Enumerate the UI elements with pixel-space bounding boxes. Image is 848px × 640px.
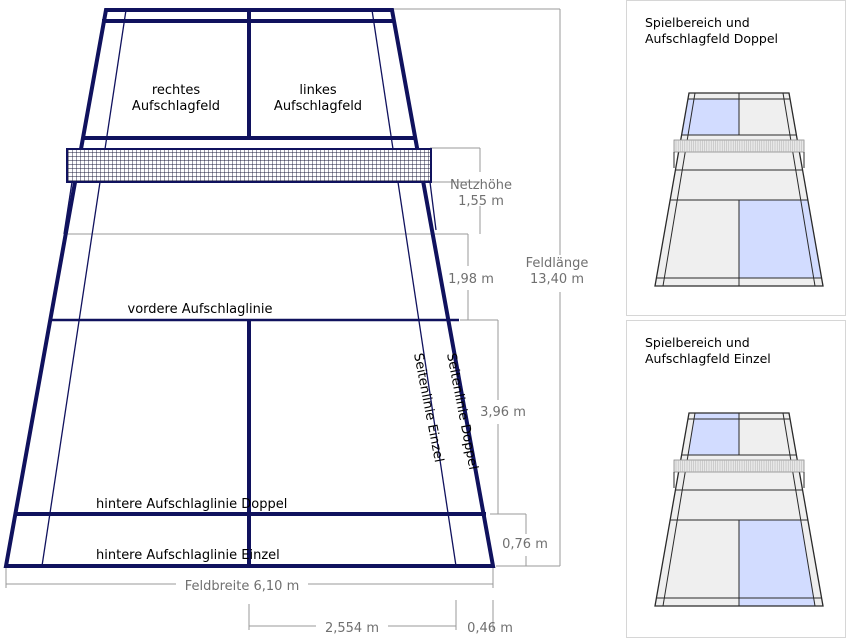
net-post-right	[429, 181, 437, 231]
mini-court-singles	[654, 412, 824, 607]
side-margin-label: 0,46 m	[467, 621, 513, 636]
mini-court-outline	[654, 412, 824, 607]
half-width-label: 2,554 m	[325, 621, 379, 636]
mini-net	[673, 459, 805, 473]
court-lines	[3, 8, 496, 568]
front-service-distance-label: 1,98 m	[448, 272, 494, 287]
panel-doubles-title: Spielbereich und Aufschlagfeld Doppel	[645, 15, 779, 46]
back-service-line-doubles-label: hintere Aufschlaglinie Doppel	[96, 497, 287, 512]
net-post-left	[63, 181, 73, 235]
mini-service-area-bottom	[739, 520, 815, 606]
sideline-doubles-label: Seitenlinie Doppel	[443, 352, 480, 471]
dimension-lines	[5, 8, 561, 630]
mini-service-area-top	[681, 99, 739, 135]
mini-court-doubles	[654, 92, 824, 287]
mini-singles-left	[662, 92, 696, 287]
back-service-line-singles-label: hintere Aufschlaglinie Einzel	[96, 548, 280, 563]
back-margin-label: 0,76 m	[502, 537, 548, 552]
front-service-line-label: vordere Aufschlaglinie	[128, 302, 273, 317]
singles-sideline-left	[41, 9, 127, 567]
mini-singles-left	[662, 412, 696, 607]
mini-singles-right	[782, 92, 816, 287]
mini-net	[673, 139, 805, 153]
singles-sideline-right	[371, 9, 457, 567]
mini-service-area-bottom	[739, 200, 822, 278]
court-width-label: Feldbreite 6,10 m	[185, 579, 300, 594]
mini-service-area-top	[688, 413, 739, 455]
sideline-singles-label: Seitenlinie Einzel	[410, 352, 446, 464]
panel-doubles: Spielbereich und Aufschlagfeld Doppel	[626, 0, 846, 316]
mini-court-outline	[654, 92, 824, 287]
panel-singles: Spielbereich und Aufschlagfeld Einzel	[626, 320, 846, 638]
panel-singles-title: Spielbereich und Aufschlagfeld Einzel	[645, 335, 771, 366]
service-depth-label: 3,96 m	[480, 405, 526, 420]
mini-singles-right	[782, 412, 816, 607]
net	[66, 148, 432, 183]
